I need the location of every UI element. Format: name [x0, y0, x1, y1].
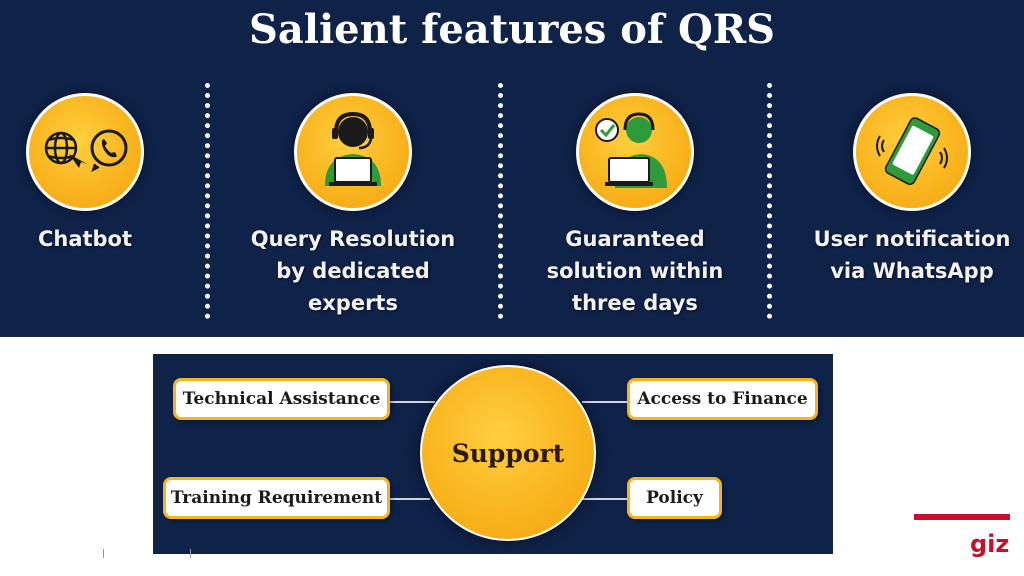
feature-user-notification-circle [853, 93, 971, 211]
connector-line [582, 401, 632, 403]
footer-tick [190, 549, 191, 558]
feature-chatbot: Chatbot [0, 93, 200, 255]
connector-line [385, 401, 435, 403]
dotted-divider [767, 83, 772, 319]
feature-guaranteed-solution: Guaranteed solution within three days [520, 93, 750, 319]
footer-tick [103, 549, 104, 558]
globe-and-whatsapp-icon [44, 129, 128, 172]
feature-guaranteed-solution-circle [576, 93, 694, 211]
feature-query-resolution-circle [294, 93, 412, 211]
page-title: Salient features of QRS [248, 6, 775, 53]
dotted-divider [205, 83, 210, 319]
support-hub-label: Support [451, 439, 565, 468]
vibrating-phone-icon [876, 117, 948, 185]
feature-chatbot-circle [26, 93, 144, 211]
support-item-access-to-finance: Access to Finance [627, 378, 818, 420]
support-hub-circle: Support [420, 365, 596, 541]
feature-user-notification: User notification via WhatsApp [797, 93, 1024, 287]
connector-line [385, 498, 430, 500]
feature-user-notification-label: User notification via WhatsApp [813, 227, 1011, 283]
support-item-training-requirement: Training Requirement [163, 477, 390, 519]
feature-guaranteed-solution-label: Guaranteed solution within three days [546, 227, 724, 315]
feature-query-resolution-label: Query Resolution by dedicated experts [250, 227, 456, 315]
features-panel [0, 0, 1024, 337]
feature-query-resolution: Query Resolution by dedicated experts [238, 93, 468, 319]
feature-chatbot-label: Chatbot [37, 227, 133, 251]
support-item-policy: Policy [627, 477, 722, 519]
headset-agent-laptop-icon [325, 111, 381, 186]
support-item-technical-assistance: Technical Assistance [173, 378, 390, 420]
giz-logo: giz [970, 530, 1010, 558]
connector-line [582, 498, 632, 500]
dotted-divider [498, 83, 503, 319]
checkmark-agent-laptop-icon [595, 112, 667, 188]
giz-logo-bar [914, 514, 1010, 520]
